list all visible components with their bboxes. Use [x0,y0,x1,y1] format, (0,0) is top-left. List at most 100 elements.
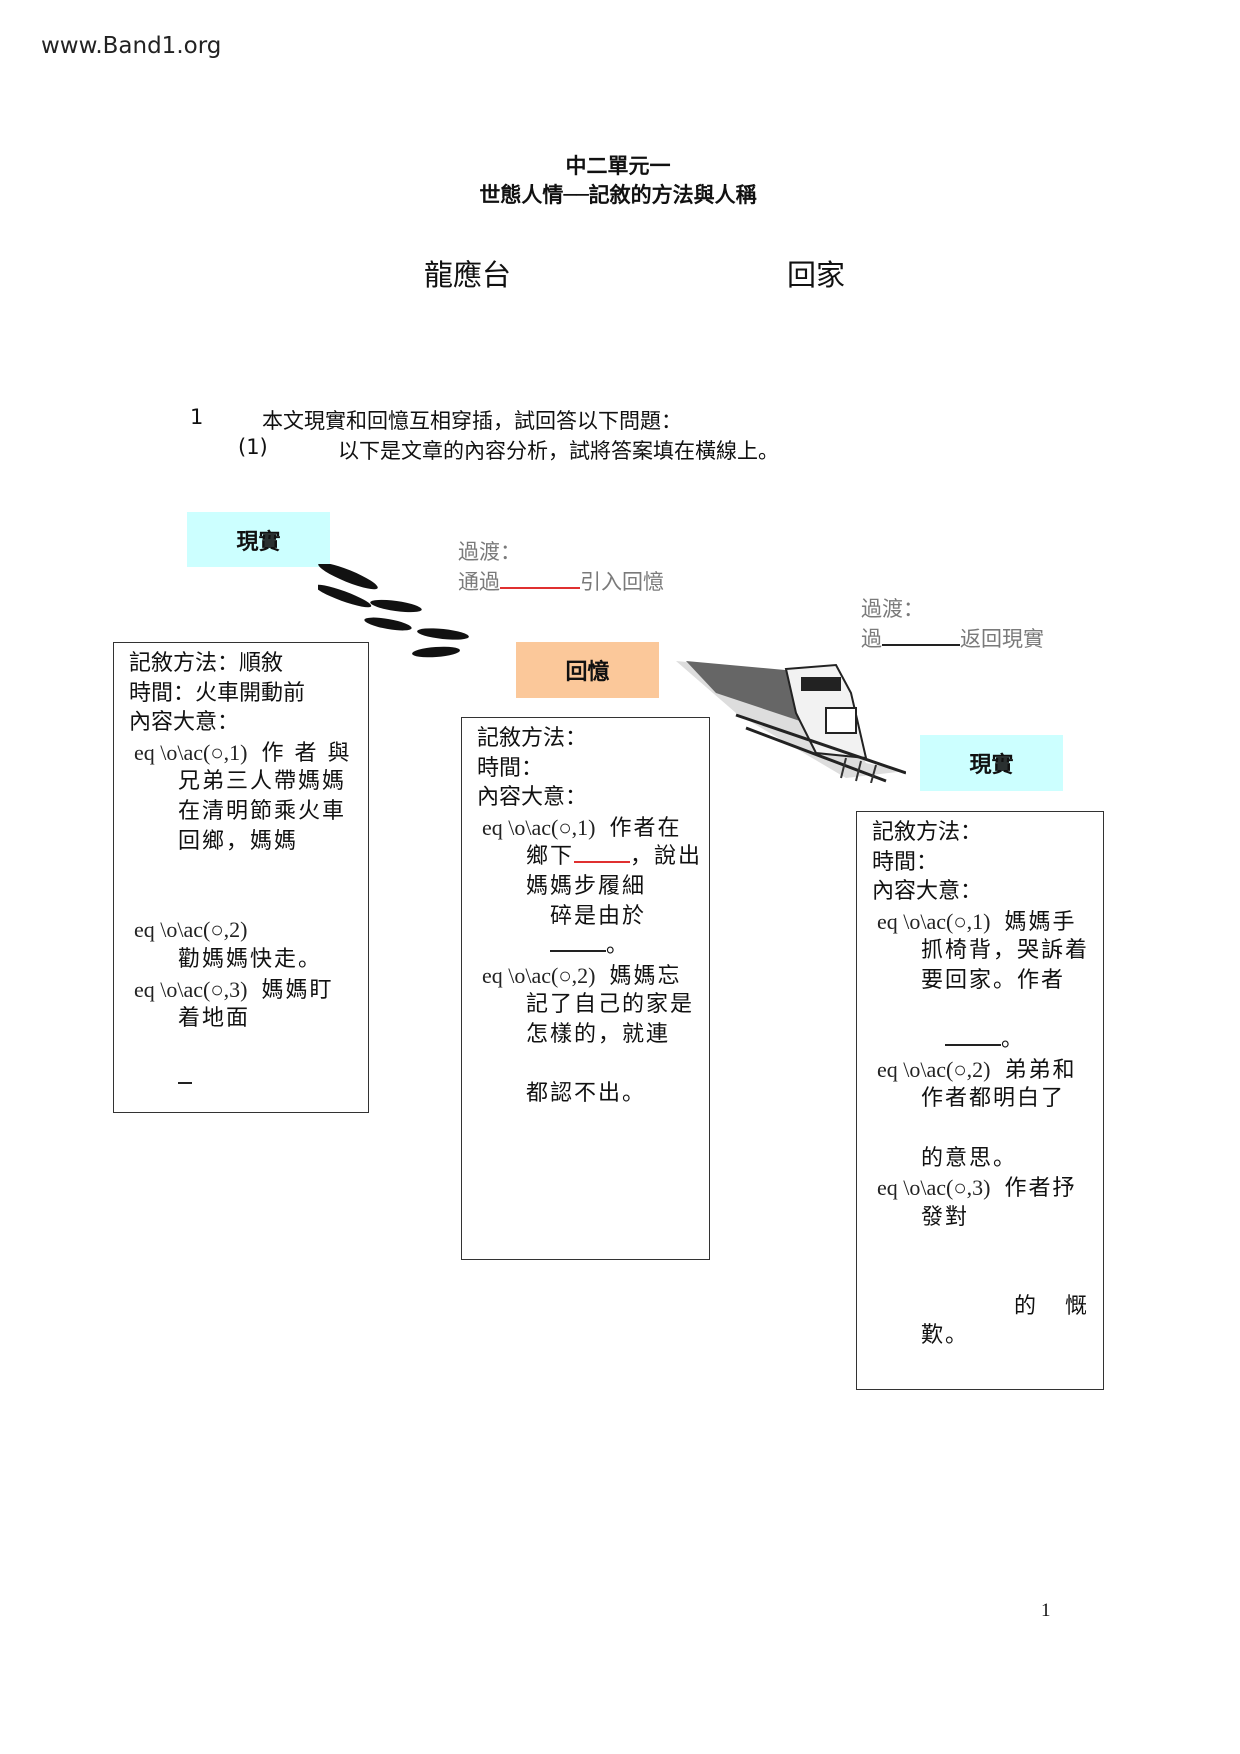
content-line: 時間： [462,754,709,784]
answer-blank[interactable] [882,626,960,646]
transition-label: 過渡： [861,597,924,621]
answer-blank[interactable] [945,1026,1001,1047]
content-line: 着地面 [114,1004,368,1034]
line-text: 碎是由於 [550,903,647,929]
content-line: 發對 [857,1203,1103,1233]
content-line: 記敘方法：順敘 [114,649,368,679]
field-code: eq \o\ac(○,3) [877,1175,991,1201]
unit-title: 中二單元一 [565,154,671,178]
content-line: 抓椅背，哭訴着 [857,936,1103,966]
field-code: eq \o\ac(○,2) [877,1056,991,1082]
line-text: 怎樣的，就連 [526,1021,671,1047]
reality-tag-1: 現實 [187,512,330,567]
content-line: 媽媽步履細 [462,872,709,902]
answer-blank[interactable] [500,569,580,589]
line-text: 要回家。作者 [921,967,1066,993]
line-text: 記敘方法： [477,726,588,751]
content-line: eq \o\ac(○,3) 媽媽盯 [114,975,368,1005]
train-icon [676,661,906,783]
question-text: 本文現實和回憶互相穿插，試回答以下問題： [262,409,682,433]
content-line [857,1232,1103,1262]
reality-box-1: 記敘方法：順敘時間：火車開動前內容大意：eq \o\ac(○,1)作 者 與兄弟… [113,642,369,1113]
line-text: 兄弟三人帶媽媽 [178,769,347,795]
content-line: 的意思。 [857,1144,1103,1174]
subquestion-number: (1) [238,435,268,459]
content-line: 。 [857,1025,1103,1055]
line-text: 記敘方法： [872,820,983,845]
transition-1: 過渡： 通過引入回憶 [458,537,664,597]
reality-box-2: 記敘方法：時間：內容大意：eq \o\ac(○,1)媽媽手抓椅背，哭訴着要回家。… [856,811,1104,1390]
line-text: 弟弟和 [1004,1057,1077,1083]
content-line: eq \o\ac(○,2) 弟弟和 [857,1055,1103,1085]
answer-blank[interactable] [574,843,631,864]
line-text: 時間：火車開動前 [129,680,306,706]
memory-tag: 回憶 [516,642,659,698]
content-line: 的 慨 [857,1292,1103,1322]
line-text: 的意思。 [921,1145,1018,1171]
content-line: 記敘方法： [462,724,709,754]
line-text: 作者抒 [1004,1176,1077,1202]
content-line: 要回家。作者 [857,966,1103,996]
line-text: 作 者 與 [261,740,352,766]
subquestion-text: 以下是文章的內容分析，試將答案填在橫線上。 [338,439,779,463]
footprints-icon [318,564,469,658]
content-line: 作者都明白了 [857,1084,1103,1114]
content-line: 記了自己的家是 [462,990,709,1020]
question-number: 1 [190,405,204,429]
line-text: 時間： [477,755,544,781]
line-text: 都認不出。 [526,1081,647,1107]
content-line: eq \o\ac(○,1) 作 者 與 [114,738,368,768]
content-line [114,1063,368,1093]
unit-subtitle: 世態人情──記敘的方法與人稱 [479,183,757,207]
content-line [114,886,368,916]
line-text: 內容大意： [872,879,983,905]
content-line: 碎是由於 [462,902,709,932]
field-code: eq \o\ac(○,1) [134,739,248,765]
content-line: eq \o\ac(○,1) 作者在 [462,813,709,843]
line-text: 鄉下，說出 [526,843,703,870]
line-text: 抓椅背，哭訴着 [921,938,1090,964]
line-text: 媽媽步履細 [526,873,647,899]
line-text: 內容大意： [477,785,588,811]
line-text: 。 [945,1027,1025,1052]
line-text: 記敘方法：順敘 [129,651,284,676]
field-code: eq \o\ac(○,3) [134,976,248,1002]
content-line: 鄉下，說出 [462,842,709,872]
content-line: 都認不出。 [462,1079,709,1109]
content-line: 歎。 [857,1321,1103,1351]
line-text: 勸媽媽快走。 [178,946,323,972]
content-line: 怎樣的，就連 [462,1020,709,1050]
line-text [178,1065,192,1090]
answer-blank[interactable] [178,1064,192,1085]
content-line: 。 [462,931,709,961]
memory-box: 記敘方法： 時間： 內容大意： eq \o\ac(○,1) 作者在鄉下，說出媽媽步履細碎… [461,717,710,1260]
line-text: 歎。 [921,1323,970,1349]
reality-tag-2: 現實 [920,735,1063,791]
site-watermark: www.Band1.org [41,33,222,59]
transition-text: 過返回現實 [861,626,1044,651]
content-line: 在清明節乘火車 [114,797,368,827]
reality-tag-label: 現實 [969,753,1014,778]
content-line: 內容大意： [462,783,709,813]
line-text: 的 慨 [1014,1293,1089,1319]
content-line: 內容大意： [857,877,1103,907]
line-text: 着地面 [178,1006,251,1032]
author: 龍應台 [424,258,512,292]
field-code: eq \o\ac(○,1) [482,814,596,840]
content-line: 時間：火車開動前 [114,679,368,709]
field-code: eq \o\ac(○,2) [482,962,596,988]
content-line: 回鄉，媽媽 [114,827,368,857]
reality-tag-label: 現實 [236,529,281,555]
content-line [857,1262,1103,1292]
content-line: 記敘方法： [857,818,1103,848]
line-text: 回鄉，媽媽 [178,828,299,854]
line-text: 作者都明白了 [921,1086,1066,1112]
content-line: 勸媽媽快走。 [114,945,368,975]
answer-blank[interactable] [550,932,606,953]
line-text: 作者在 [609,815,682,841]
line-text: 在清明節乘火車 [178,798,347,824]
line-text: 媽媽盯 [261,977,334,1003]
content-line [114,856,368,886]
transition-text: 通過引入回憶 [458,569,664,594]
content-line [857,1114,1103,1144]
